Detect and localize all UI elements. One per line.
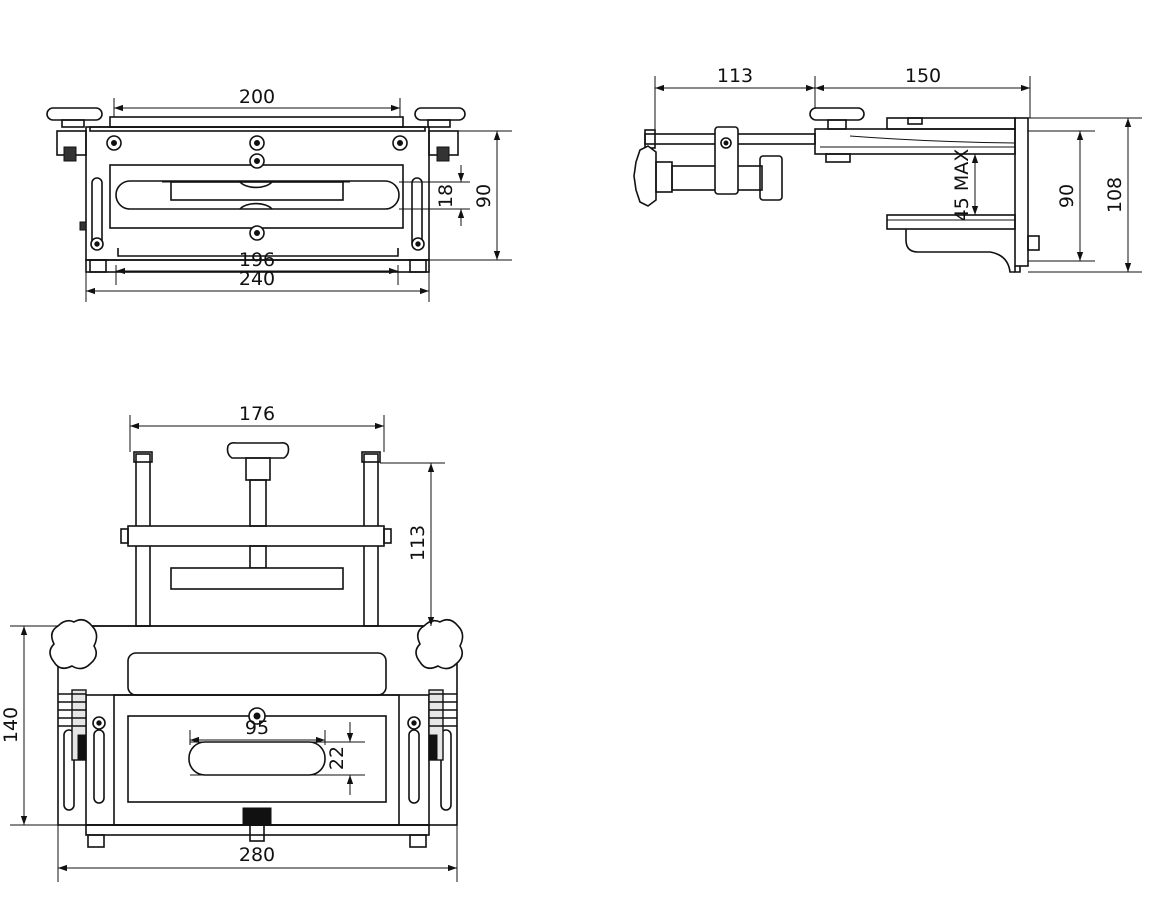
front-view: 176 113 140 95 22 280 (0, 403, 464, 882)
top-inner-window (109, 164, 404, 229)
right-star-knob-icon (415, 618, 464, 670)
dim-113-front: 113 (407, 525, 429, 561)
dim-140: 140 (0, 707, 22, 743)
left-knob (46, 107, 103, 121)
side-clamp (714, 126, 739, 195)
dim-280: 280 (239, 844, 275, 866)
right-ribs (428, 689, 457, 761)
side-knob (809, 107, 865, 121)
dim-22: 22 (326, 746, 348, 770)
pressure-plate (170, 567, 344, 590)
star-knob-icon (633, 145, 657, 207)
side-arm (814, 128, 1016, 155)
right-knob (414, 107, 466, 121)
side-plate (1014, 117, 1029, 267)
dim-113-side: 113 (717, 65, 753, 87)
dim-90-side: 90 (1056, 184, 1078, 208)
dim-150: 150 (905, 65, 941, 87)
bottom-grip (242, 807, 272, 825)
dim-196: 196 (239, 249, 275, 271)
front-slot (188, 741, 326, 776)
dim-90: 90 (473, 184, 495, 208)
top-view: 200 196 240 18 90 (46, 86, 512, 302)
t-handle-icon (226, 442, 290, 459)
dim-176: 176 (239, 403, 275, 425)
dim-108: 108 (1104, 177, 1126, 213)
cross-bar (127, 525, 385, 547)
left-star-knob-icon (49, 618, 98, 670)
left-ribs (58, 689, 87, 761)
top-slot (115, 180, 400, 210)
dim-240: 240 (239, 268, 275, 290)
dim-200: 200 (239, 86, 275, 108)
dim-95: 95 (245, 717, 269, 739)
side-view: 113 150 45 MAX 90 108 (633, 65, 1142, 273)
dim-18: 18 (435, 184, 457, 208)
dim-45-max: 45 MAX (951, 149, 973, 222)
